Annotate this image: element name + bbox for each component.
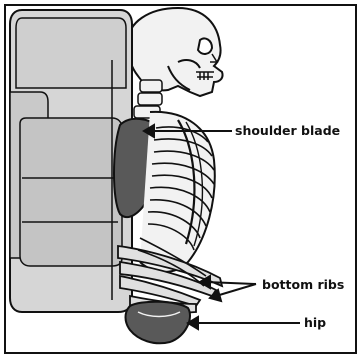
hip-bone (126, 302, 190, 344)
label-shoulder-blade: shoulder blade (235, 123, 340, 138)
label-hip: hip (304, 315, 326, 330)
label-bottom-ribs: bottom ribs (262, 277, 344, 292)
